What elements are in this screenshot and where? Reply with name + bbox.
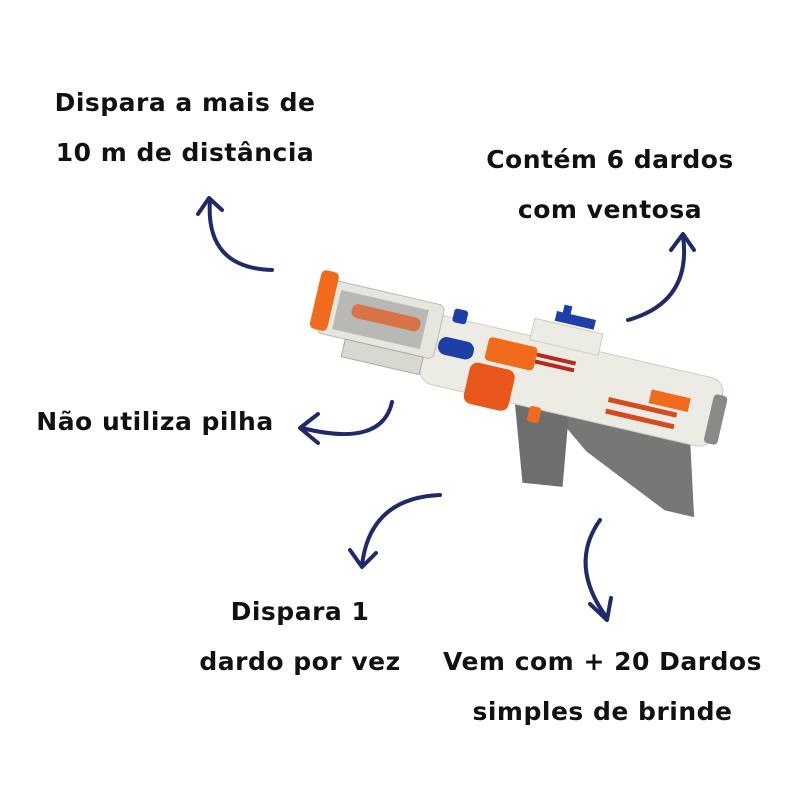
arrow-battery-icon <box>298 400 394 445</box>
label-darts-line-2: com ventosa <box>517 195 703 224</box>
arrow-darts-icon <box>626 232 696 322</box>
label-range-line-1: Dispara a mais de <box>54 88 316 117</box>
label-bonus-line-1: Vem com + 20 Dardos <box>443 647 762 676</box>
label-fire-line-1: Dispara 1 <box>230 597 370 626</box>
label-darts: Contém 6 dardos com ventosa <box>470 135 750 235</box>
arrow-fire-icon <box>348 493 442 569</box>
arrows <box>196 196 696 622</box>
label-battery: Não utiliza pilha <box>30 397 280 447</box>
label-range-line-2: 10 m de distância <box>55 138 315 167</box>
label-bonus: Vem com + 20 Dardos simples de brinde <box>430 637 775 737</box>
label-darts-line-1: Contém 6 dardos <box>486 145 734 174</box>
arrow-range-icon <box>196 196 274 272</box>
label-fire: Dispara 1 dardo por vez <box>190 587 410 687</box>
toy-dart-blaster-icon <box>309 270 728 518</box>
label-range: Dispara a mais de 10 m de distância <box>50 78 320 178</box>
label-battery-line-1: Não utiliza pilha <box>36 407 274 436</box>
arrow-bonus-icon <box>583 518 613 622</box>
label-fire-line-2: dardo por vez <box>199 647 401 676</box>
label-bonus-line-2: simples de brinde <box>472 697 733 726</box>
